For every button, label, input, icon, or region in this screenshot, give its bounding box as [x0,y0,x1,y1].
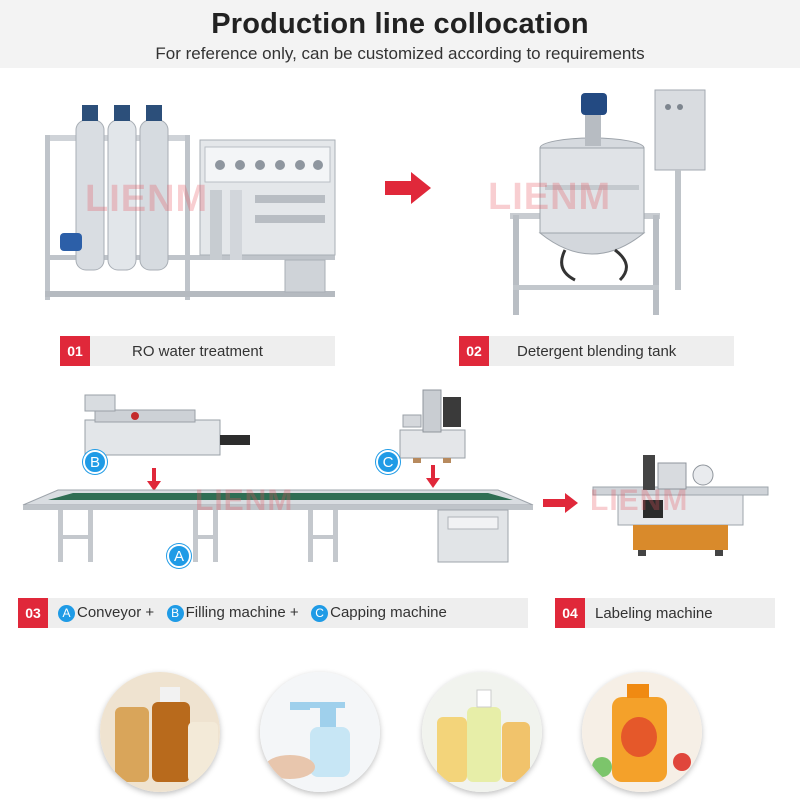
badge-c: C [376,450,400,474]
step-number: 02 [459,336,489,366]
badge-b-icon: B [166,604,184,622]
arrow-right-icon [543,493,578,513]
ro-water-treatment-machine [45,105,336,300]
detergent-blending-tank-machine [510,89,706,315]
page-title: Production line collocation [211,8,589,40]
arrow-down-icon [147,468,161,491]
watermark-text: LIENM [590,484,689,517]
watermark-text: LIENM [85,178,209,220]
filling-machine [84,394,250,456]
step-number: 03 [18,598,48,628]
part-label: Filling machine + [185,604,299,622]
watermark-text: LIENM [488,176,612,218]
step-number: 04 [555,598,585,628]
labeling-machine [592,455,769,556]
step-01-label: 01 RO water treatment [60,336,335,366]
step-label: Detergent blending tank [517,342,677,360]
page-subtitle: For reference only, can be customized ac… [155,44,645,63]
step-label: RO water treatment [132,342,263,360]
step-02-label: 02 Detergent blending tank [459,336,734,366]
badge-a-icon: A [58,604,75,622]
pump-dispenser-photo [260,672,380,792]
arrow-right-icon [385,172,431,204]
step-04-label: 04 Labeling machine [555,598,775,628]
arrow-down-icon [426,465,440,488]
header-band: Production line collocation For referenc… [0,0,800,68]
step-label: Labeling machine [595,604,713,622]
watermark-text: LIENM [195,484,294,517]
conveyor-machine [22,489,534,563]
part-label: Conveyor + [77,604,155,622]
capping-machine [399,389,466,463]
badge-c-icon: C [311,604,329,622]
badge-a: A [167,544,191,568]
part-label: Capping machine [330,604,447,622]
amber-bottles-photo [100,672,220,792]
badge-b: B [83,450,107,474]
step-number: 01 [60,336,90,366]
detergent-bottle-photo [582,672,702,792]
soap-bottles-photo [422,672,542,792]
